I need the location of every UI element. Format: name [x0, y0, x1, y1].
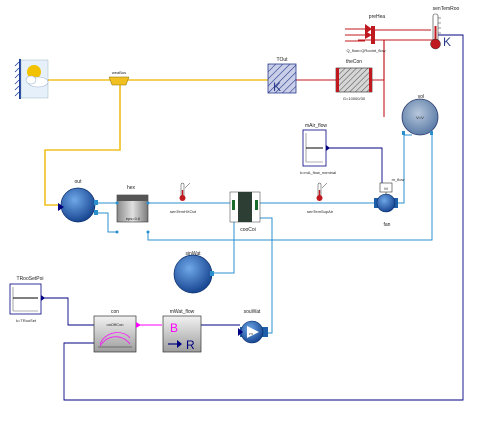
TRooSetPoi[interactable]: TRooSetPoi k=TRooSet	[9, 276, 45, 323]
fan-m-icon: M	[384, 186, 387, 191]
out-label: out	[75, 179, 83, 185]
con[interactable]: con onOffCon	[93, 309, 141, 353]
out[interactable]: out	[58, 179, 98, 223]
hex-glyph: eps=0.6	[126, 216, 141, 221]
mWat_flow[interactable]: mWat_flow B R	[162, 309, 202, 353]
souWat-m-icon: m	[249, 331, 253, 336]
TRooSetPoi-param: k=TRooSet	[16, 318, 37, 323]
cooCoi-label: cooCoi	[240, 227, 256, 233]
vol-label: vol	[418, 94, 424, 100]
hex[interactable]: hex eps=0.6	[115, 185, 150, 234]
fan-label: fan	[384, 222, 391, 228]
vol-glyph: V=V	[416, 115, 424, 120]
fan-glyph: m_flow	[392, 177, 405, 182]
mWat_flow-r: R	[186, 338, 195, 352]
theCon-param: G=10000/30	[343, 96, 366, 101]
mWat_flow-b: B	[170, 321, 178, 335]
mAir_flow-label: mAir_flow	[305, 123, 327, 129]
senTemRoo-label: senTemRoo	[433, 6, 460, 12]
senTemHXOut[interactable]: senTemHXOut	[170, 182, 197, 214]
mAir_flow[interactable]: mAir_flow k=mA_flow_nominal	[300, 123, 336, 175]
wire-thecon-heatport[interactable]	[372, 40, 385, 81]
TOut-label: TOut	[276, 57, 288, 63]
wire-mair-fan[interactable]	[326, 147, 383, 186]
mWat_flow-label: mWat_flow	[170, 309, 195, 315]
wire-coil-sou[interactable]	[260, 217, 273, 334]
weaDat-wall	[19, 59, 21, 99]
cooCoi[interactable]: cooCoi	[229, 191, 261, 233]
theCon[interactable]: theCon G=10000/30	[335, 59, 373, 101]
senTemSupAir-label: senTemSupAir	[307, 209, 334, 214]
sinWat[interactable]: sinWat	[173, 251, 214, 294]
weaDat-hatch	[14, 61, 20, 97]
sun-cloud-icon	[25, 65, 49, 88]
preHea-label: preHea	[369, 14, 386, 20]
hex-label: hex	[127, 185, 136, 191]
signal-wires	[42, 34, 464, 401]
preHea-param: Q_flow=QRooInt_flow	[346, 48, 385, 53]
wire-weather-out[interactable]	[44, 80, 121, 206]
weaBus[interactable]: weaBus	[108, 70, 130, 86]
wire-setpoint-con[interactable]	[42, 297, 94, 326]
wire-sen[interactable]	[371, 29, 431, 40]
senTemRoo-unit: K	[443, 35, 451, 49]
TOut-unit: K	[273, 80, 281, 94]
con-label: con	[111, 309, 119, 315]
senTemHXOut-label: senTemHXOut	[170, 209, 197, 214]
arrow-right-icon	[168, 340, 182, 348]
TOut[interactable]: TOut K	[267, 57, 297, 94]
souWat-label: souWat	[244, 309, 261, 315]
theCon-label: theCon	[346, 59, 362, 65]
souWat[interactable]: souWat m	[238, 309, 268, 344]
wire-hex-vol[interactable]	[147, 135, 433, 241]
sinWat-label: sinWat	[185, 251, 201, 257]
preHea[interactable]: preHea Q_flow=QRooInt_flow	[345, 14, 386, 53]
con-glyph: onOffCon	[106, 322, 123, 327]
wire-sensor-con[interactable]	[63, 34, 464, 401]
senTemSupAir[interactable]: senTemSupAir	[307, 182, 334, 214]
vol[interactable]: vol V=V	[401, 94, 439, 136]
weaDat[interactable]	[14, 59, 49, 99]
mAir_flow-param: k=mA_flow_nominal	[300, 170, 336, 175]
fluid-wires	[97, 134, 433, 334]
weaBus-label: weaBus	[112, 70, 126, 75]
wire-fan-vol[interactable]	[398, 134, 412, 204]
weather-wires	[37, 79, 270, 206]
senTemRoo[interactable]: senTemRoo K	[430, 6, 460, 50]
wire-out-hex-b[interactable]	[97, 212, 117, 233]
wire-coil-sin[interactable]	[213, 218, 235, 274]
TRooSetPoi-label: TRooSetPoi	[17, 276, 44, 282]
fan[interactable]: m_flow M fan	[374, 177, 404, 228]
